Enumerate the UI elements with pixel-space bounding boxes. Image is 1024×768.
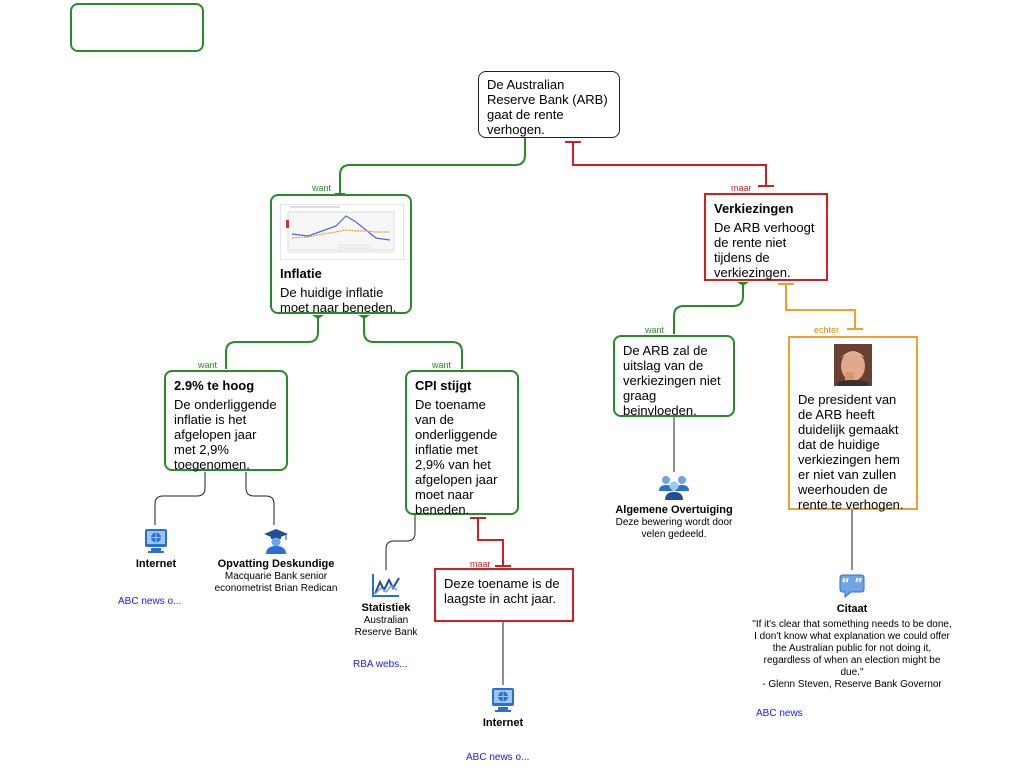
laagste-box[interactable]: Deze toename is de laagste in acht jaar. [434,568,574,622]
source-internet-2[interactable]: Internet [464,687,542,730]
label-want-hoog: want [198,360,218,370]
uitslag-box[interactable]: De ARB zal de uitslag van de verkiezinge… [613,335,735,418]
chart-icon [372,574,400,597]
source-opvatting-deskundige-name: Opvatting Deskundige [217,558,335,570]
label-want-inflatie: want [312,183,332,193]
source-opvatting-deskundige[interactable]: Opvatting Deskundige Macquarie Bank seni… [214,528,338,595]
cpi-stijgt-text: De toename van de onderliggende inflatie… [415,397,498,517]
label-want-uitslag: want [645,325,665,335]
te-hoog-text: De onderliggende inflatie is het afgelop… [174,397,277,472]
verkiezingen-title: Verkiezingen [714,201,794,216]
source-statistiek-link[interactable]: RBA webs... [353,659,408,670]
source-internet-1[interactable]: Internet [117,528,195,571]
empty-box[interactable] [70,3,204,52]
source-algemene-overtuiging[interactable]: Algemene Overtuiging Deze bewering wordt… [614,474,734,541]
source-internet-1-link[interactable]: ABC news o... [118,596,182,607]
label-echter: echter [814,325,840,335]
source-internet-2-link[interactable]: ABC news o... [466,752,530,763]
uitslag-text: De ARB zal de uitslag van de verkiezinge… [623,343,721,418]
source-citaat[interactable]: “ ” Citaat "If it's clear that something… [752,573,952,691]
graduate-icon [264,529,288,554]
label-maar-verkiezingen: maar [731,183,752,193]
laagste-text: Deze toename is de laagste in acht jaar. [444,576,560,606]
inflatie-box[interactable]: Inflatie De huidige inflatie moet naar b… [270,194,412,315]
source-opvatting-deskundige-desc: Macquarie Bank senior econometrist Brian… [214,571,338,594]
cpi-stijgt-title: CPI stijgt [415,378,472,393]
source-algemene-overtuiging-desc: Deze bewering wordt door velen gedeeld. [615,517,733,540]
svg-text:“ ”: “ ” [841,577,863,592]
source-statistiek-name: Statistiek [361,602,411,614]
source-internet-2-name: Internet [482,717,524,729]
source-internet-1-name: Internet [135,558,177,570]
president-box[interactable]: De president van de ARB heeft duidelijk … [788,336,918,512]
label-want-cpi: want [432,360,452,370]
source-citaat-link[interactable]: ABC news [756,708,803,719]
verkiezingen-text: De ARB verhoogt de rente niet tijdens de… [714,220,815,280]
te-hoog-title: 2.9% te hoog [174,378,255,393]
source-citaat-name: Citaat [836,603,868,615]
inflatie-title: Inflatie [280,266,322,281]
president-text: De president van de ARB heeft duidelijk … [798,392,904,512]
source-citaat-desc: "If it's clear that something needs to b… [752,619,952,690]
label-maar-laagste: maar [470,559,491,569]
main-claim-box[interactable]: De Australian Reserve Bank (ARB) gaat de… [478,71,620,138]
monitor-globe-icon [492,688,514,712]
verkiezingen-box[interactable]: Verkiezingen De ARB verhoogt de rente ni… [704,193,828,281]
source-statistiek-desc: Australian Reserve Bank [354,615,418,638]
main-claim-text: De Australian Reserve Bank (ARB) gaat de… [487,77,608,137]
portrait-photo [834,344,872,386]
source-algemene-overtuiging-name: Algemene Overtuiging [615,504,733,516]
source-statistiek[interactable]: Statistiek Australian Reserve Bank [354,572,418,639]
quote-icon: “ ” [839,574,865,599]
monitor-globe-icon [145,529,167,553]
te-hoog-box[interactable]: 2.9% te hoog De onderliggende inflatie i… [164,370,288,472]
inflatie-text: De huidige inflatie moet naar beneden. [280,285,397,315]
people-icon [659,476,689,500]
cpi-stijgt-box[interactable]: CPI stijgt De toename van de onderliggen… [405,370,519,517]
inflation-chart-thumbnail [280,204,404,260]
